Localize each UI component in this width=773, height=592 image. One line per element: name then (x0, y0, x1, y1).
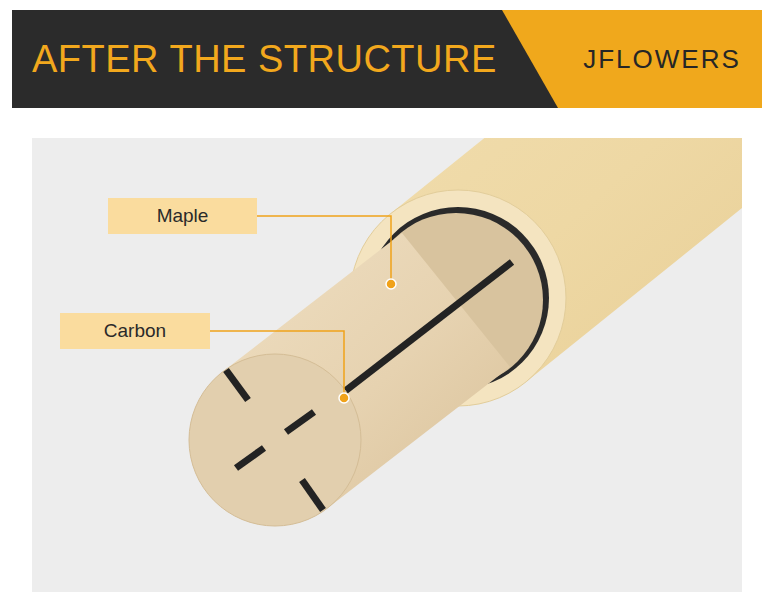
carbon-strip (318, 262, 512, 412)
leader-line (257, 216, 391, 283)
callout-box: Carbon (60, 313, 210, 349)
core-end-face (189, 354, 361, 526)
leader-dot (386, 279, 396, 289)
brand-tab: JFLOWERS (502, 10, 762, 108)
carbon-cross (226, 370, 323, 510)
callout-box: Maple (108, 198, 257, 234)
brand-parallelogram (502, 10, 762, 108)
callout-label: Maple (157, 205, 209, 227)
leader-dot (339, 393, 349, 403)
brand-name: JFLOWERS (583, 44, 741, 75)
leader-line (210, 331, 344, 397)
header-title: AFTER THE STRUCTURE (32, 10, 497, 108)
callout-label: Carbon (104, 320, 166, 342)
